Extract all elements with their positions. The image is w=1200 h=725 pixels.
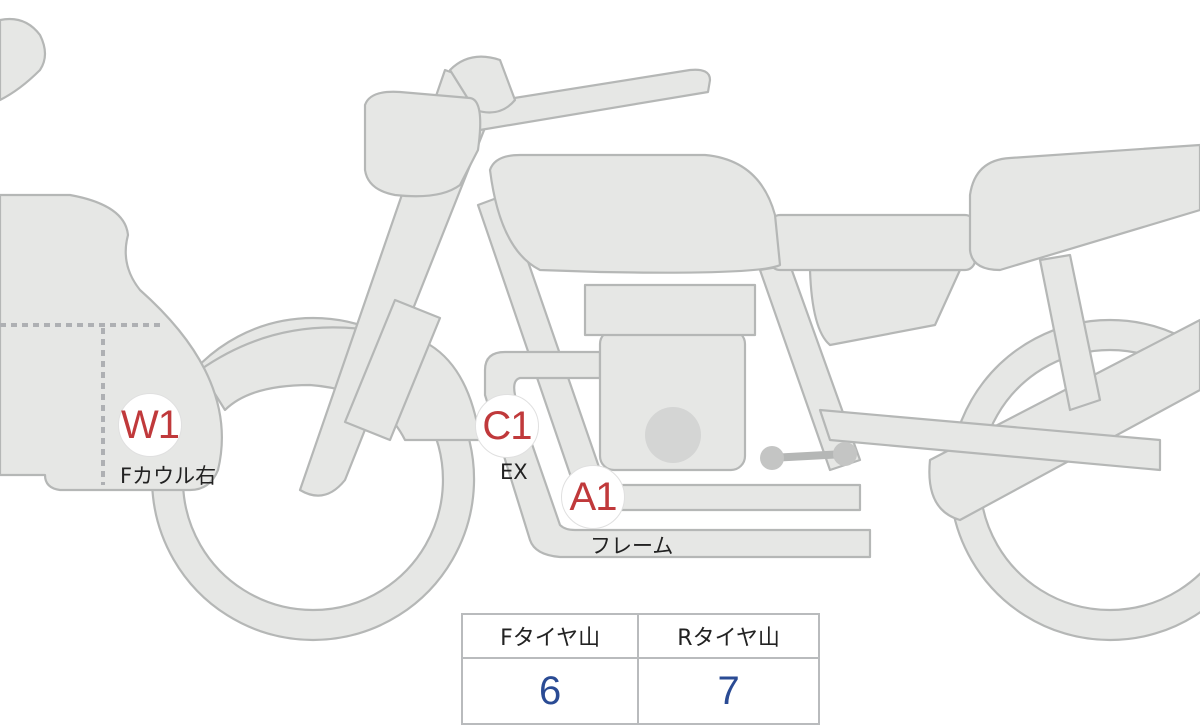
rear-tire-value: 7 [637, 657, 820, 725]
rear-seat [968, 143, 1200, 272]
exhaust-pipe [483, 350, 872, 559]
tire-tread-table: Fタイヤ山 Rタイヤ山 6 7 [460, 613, 820, 725]
frame-lower [818, 408, 1162, 472]
marker-c1[interactable]: C1 [475, 394, 539, 458]
engine-cover [645, 407, 701, 463]
front-fairing [0, 193, 223, 492]
exhaust-upper [588, 483, 862, 512]
front-tire-header: Fタイヤ山 [460, 613, 640, 659]
side-cover [808, 268, 962, 347]
marker-w1[interactable]: W1 [118, 393, 182, 457]
marker-w1-label: Fカウル右 [120, 464, 217, 488]
fuel-tank [488, 153, 782, 274]
swing-arm [928, 318, 1200, 522]
fork-tube [343, 298, 442, 442]
headlight [363, 90, 482, 198]
windscreen [0, 17, 47, 102]
marker-a1[interactable]: A1 [561, 465, 625, 529]
engine-head [583, 283, 757, 337]
marker-a1-label: フレーム [590, 534, 674, 558]
handlebar [468, 68, 712, 132]
rear-frame [1038, 253, 1102, 412]
seat [768, 213, 977, 272]
rear-tire-header: Rタイヤ山 [637, 613, 820, 659]
marker-c1-label: EX [500, 460, 528, 484]
front-tire-value: 6 [460, 657, 640, 725]
mirror-stem [448, 55, 517, 114]
